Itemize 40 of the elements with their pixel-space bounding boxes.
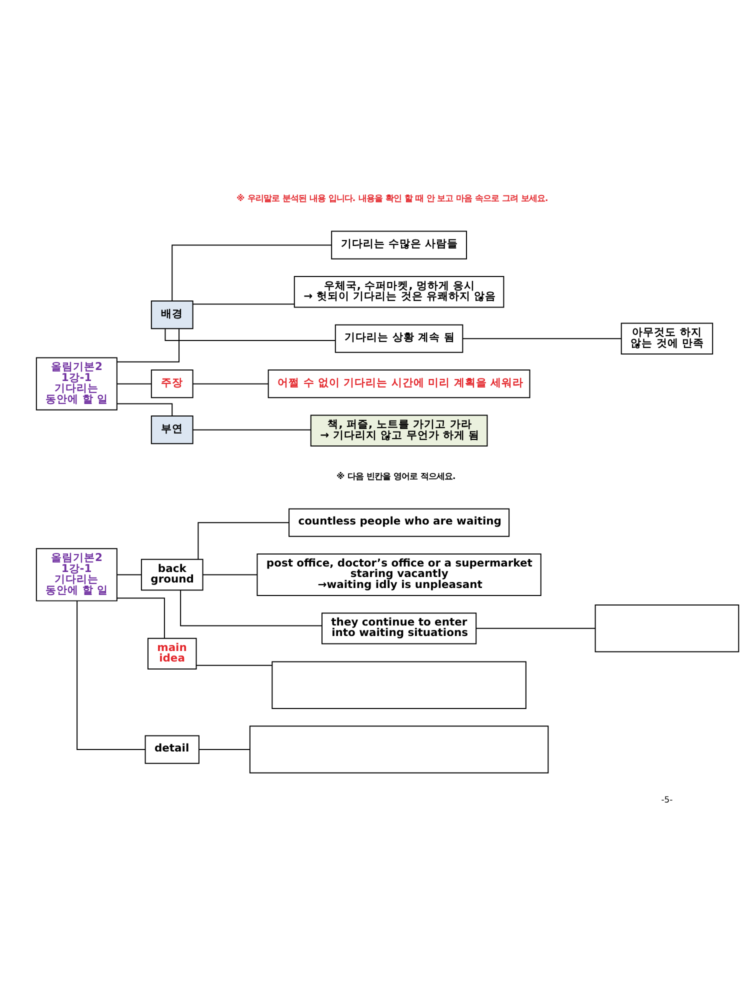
connector <box>116 383 152 384</box>
connector <box>116 328 180 362</box>
node-box: 배경 <box>150 300 194 330</box>
node-box: countless people who are waiting <box>288 508 510 537</box>
node-box: 주장 <box>150 370 194 398</box>
connector <box>198 522 290 560</box>
node-box: 책, 퍼즐, 노트를 가기고 가라 → 기다리지 않고 무언가 하게 됨 <box>310 414 488 446</box>
connector <box>172 244 332 302</box>
node-box <box>272 661 526 710</box>
connector <box>462 338 622 340</box>
connector <box>180 590 322 626</box>
connector <box>198 749 250 750</box>
label: ※ 다음 빈칸을 영어로 적으세요. <box>336 470 456 481</box>
connector <box>192 304 295 305</box>
node-box: 올림기본2 1강-1 기다리는 동안에 할 일 <box>36 548 118 602</box>
connector <box>116 598 165 639</box>
node-box <box>249 726 549 774</box>
node-box: 우체국, 수퍼마켓, 멍하게 응시 → 헛되이 기다리는 것은 유쾌하지 않음 <box>294 276 504 308</box>
node-box: 아무것도 하지 않는 것에 만족 <box>620 322 714 354</box>
connector <box>196 664 272 666</box>
node-box: back ground <box>140 558 204 591</box>
node-box: they continue to enter into waiting situations <box>322 612 477 644</box>
node-box: main idea <box>147 638 197 670</box>
label: ※ 우리말로 분석된 내용 입니다. 내용을 확인 할 때 안 보고 마음 속으로 그려 보세요. <box>236 193 548 204</box>
node-box: 기다리는 수많은 사람들 <box>331 230 467 260</box>
node-box: detail <box>144 735 200 764</box>
connector <box>192 429 312 430</box>
label: -5- <box>661 794 673 804</box>
connector <box>192 383 269 384</box>
connector <box>76 600 146 750</box>
node-box: 올림기본2 1강-1 기다리는 동안에 할 일 <box>36 357 118 410</box>
node-box: 부연 <box>150 416 194 444</box>
node-box: post office, doctor’s office or a supermarket staring vacantly →waiting idly is unpleasant <box>256 554 542 596</box>
node-box <box>594 604 740 652</box>
node-box: 기다리는 상황 계속 됨 <box>334 324 464 353</box>
connector <box>202 574 258 576</box>
connector <box>116 574 142 576</box>
connector <box>476 628 596 629</box>
node-box: 어쩔 수 없이 기다리는 시간에 미리 계획을 세워라 <box>268 370 530 398</box>
connector <box>164 328 336 342</box>
